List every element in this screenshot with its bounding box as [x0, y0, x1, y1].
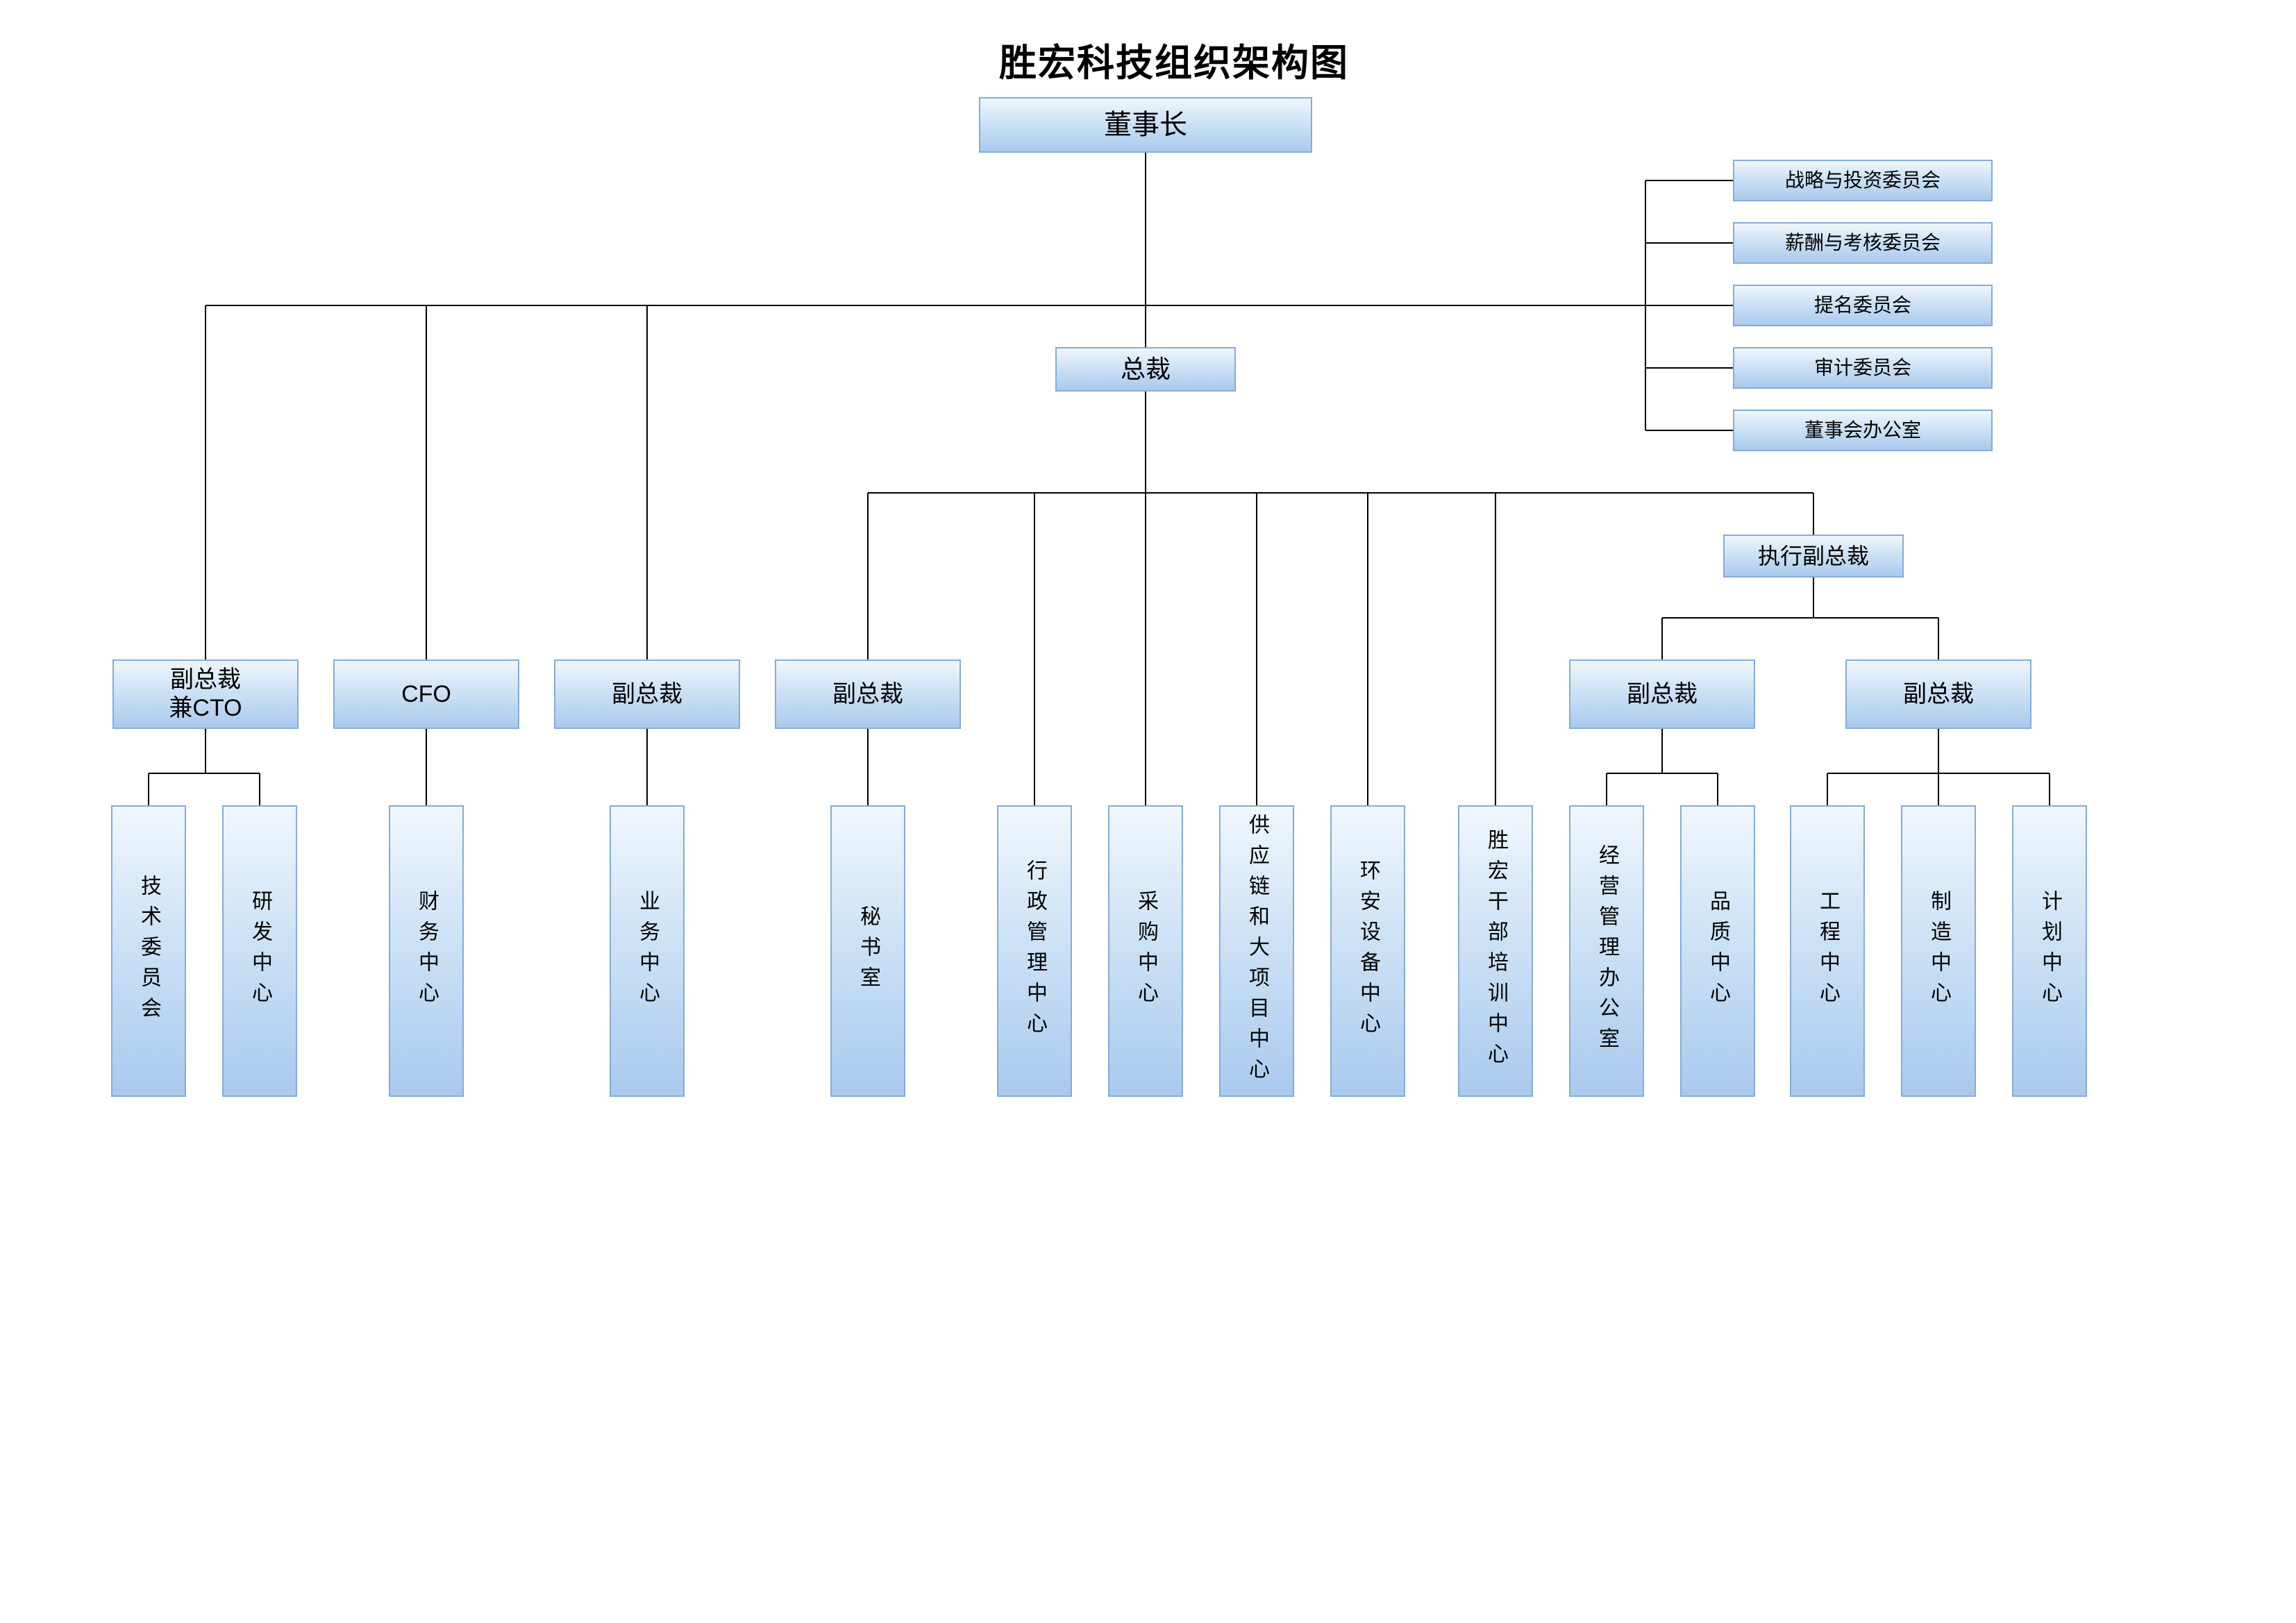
node-chairman: 董事长 [979, 97, 1312, 153]
dept-cadre-training-center: 胜宏干部培训中心 [1458, 805, 1533, 1097]
dept-procurement-center: 采购中心 [1108, 805, 1183, 1097]
vp-label: CFO [401, 680, 451, 707]
node-committee-strategy-investment: 战略与投资委员会 [1733, 160, 1993, 201]
dept-label: 业务中心 [636, 890, 659, 1012]
dept-label: 经营管理办公室 [1595, 844, 1618, 1058]
node-committee-nomination: 提名委员会 [1733, 285, 1993, 326]
vp-label: 副总裁 [1903, 680, 1974, 707]
node-executive-vp: 执行副总裁 [1723, 535, 1904, 578]
dept-technology-committee: 技术委员会 [111, 805, 186, 1097]
executive-vp-label: 执行副总裁 [1757, 543, 1869, 569]
committee-label: 薪酬与考核委员会 [1784, 232, 1941, 254]
node-vp-4: 副总裁 [1569, 659, 1755, 729]
vp-label: 副总裁 [612, 680, 682, 707]
dept-label: 胜宏干部培训中心 [1484, 829, 1507, 1073]
dept-ehs-equipment-center: 环安设备中心 [1330, 805, 1405, 1097]
chart-title: 胜宏科技组织架构图 [999, 42, 1349, 84]
node-committee-audit: 审计委员会 [1733, 347, 1993, 389]
dept-planning-center: 计划中心 [2012, 805, 2087, 1097]
node-vp-2: 副总裁 [554, 659, 740, 729]
dept-admin-management-center: 行政管理中心 [997, 805, 1072, 1097]
node-committee-compensation-assessment: 薪酬与考核委员会 [1733, 222, 1993, 264]
dept-business-center: 业务中心 [610, 805, 685, 1097]
vp-label: 副总裁 [832, 680, 903, 707]
dept-finance-center: 财务中心 [389, 805, 464, 1097]
dept-manufacturing-center: 制造中心 [1901, 805, 1976, 1097]
dept-label: 秘书室 [857, 905, 880, 997]
vp-label: 副总裁 兼CTO [169, 666, 242, 721]
dept-label: 行政管理中心 [1023, 859, 1046, 1043]
dept-label: 计划中心 [2038, 890, 2061, 1012]
vp-label: 副总裁 [1627, 680, 1698, 707]
node-vp-5: 副总裁 [1845, 659, 2031, 729]
dept-label: 财务中心 [415, 890, 438, 1012]
dept-label: 品质中心 [1707, 890, 1729, 1012]
committee-label: 审计委员会 [1813, 357, 1911, 379]
dept-label: 工程中心 [1816, 890, 1839, 1012]
dept-engineering-center: 工程中心 [1790, 805, 1865, 1097]
chairman-label: 董事长 [1104, 110, 1187, 140]
dept-quality-center: 品质中心 [1680, 805, 1755, 1097]
dept-operation-management-office: 经营管理办公室 [1569, 805, 1644, 1097]
dept-label: 制造中心 [1927, 890, 1950, 1012]
president-label: 总裁 [1120, 355, 1171, 384]
dept-label: 采购中心 [1134, 890, 1157, 1012]
dept-secretary-office: 秘书室 [830, 805, 905, 1097]
dept-supply-chain-major-projects-center: 供应链和大项目中心 [1219, 805, 1294, 1097]
node-board-office: 董事会办公室 [1733, 410, 1993, 451]
node-cfo: CFO [333, 659, 519, 729]
dept-label: 技术委员会 [137, 875, 160, 1027]
dept-rd-center: 研发中心 [222, 805, 297, 1097]
committee-label: 提名委员会 [1813, 294, 1911, 317]
dept-label: 环安设备中心 [1357, 859, 1380, 1043]
node-vp-cto: 副总裁 兼CTO [112, 659, 299, 729]
committee-label: 董事会办公室 [1804, 419, 1921, 442]
node-vp-3: 副总裁 [775, 659, 961, 729]
committee-label: 战略与投资委员会 [1784, 169, 1941, 192]
node-president: 总裁 [1055, 347, 1236, 392]
dept-label: 研发中心 [249, 890, 271, 1012]
dept-label: 供应链和大项目中心 [1246, 814, 1268, 1088]
